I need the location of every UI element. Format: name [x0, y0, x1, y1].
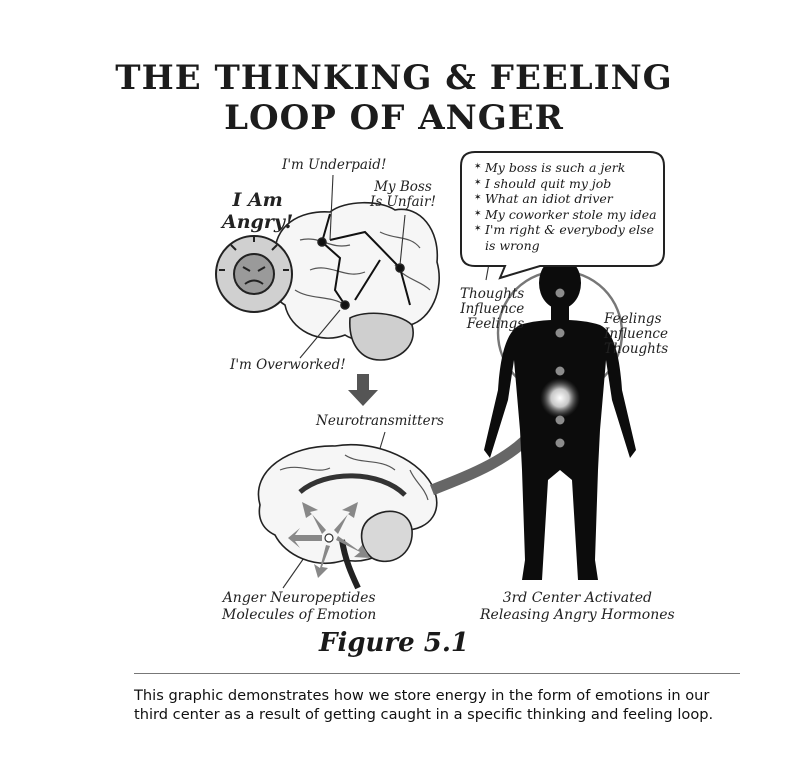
thought-item: My boss is such a jerk: [474, 160, 664, 176]
thought-item: My coworker stole my idea: [474, 207, 664, 223]
third-center-glow: [540, 378, 580, 418]
angry-face-icon: [215, 235, 293, 313]
neuropeptides-label: Anger Neuropeptides Molecules of Emotion: [222, 590, 377, 623]
divider: [134, 673, 740, 674]
body-silhouette: [484, 257, 636, 580]
title-line-2: LOOP OF ANGER: [224, 98, 564, 138]
underpaid-label: I'm Underpaid!: [282, 157, 387, 173]
third-center-label: 3rd Center Activated Releasing Angry Hor…: [480, 590, 675, 623]
upper-brain: [270, 201, 440, 361]
caption: This graphic demonstrates how we store e…: [134, 687, 714, 723]
figure-label: Figure 5.1: [319, 628, 469, 658]
down-arrow-icon: [348, 374, 378, 406]
boss-unfair-label: My Boss Is Unfair!: [370, 179, 436, 210]
lower-brain: [257, 443, 438, 590]
thought-item: What an idiot driver: [474, 191, 664, 207]
title-line-1: THE THINKING & FEELING: [115, 58, 673, 98]
thought-list: My boss is such a jerk I should quit my …: [474, 160, 664, 253]
thought-item: I'm right & everybody else is wrong: [474, 222, 664, 253]
thoughts-influence-label: Thoughts Influence Feelings: [460, 286, 525, 332]
angry-label: I Am Angry!: [222, 189, 294, 233]
overworked-label: I'm Overworked!: [230, 357, 346, 373]
thought-item: I should quit my job: [474, 176, 664, 192]
neuropeptide-arrows: [288, 502, 370, 578]
feelings-influence-label: Feelings Influence Thoughts: [604, 311, 669, 357]
neurotransmitters-label: Neurotransmitters: [316, 413, 444, 429]
